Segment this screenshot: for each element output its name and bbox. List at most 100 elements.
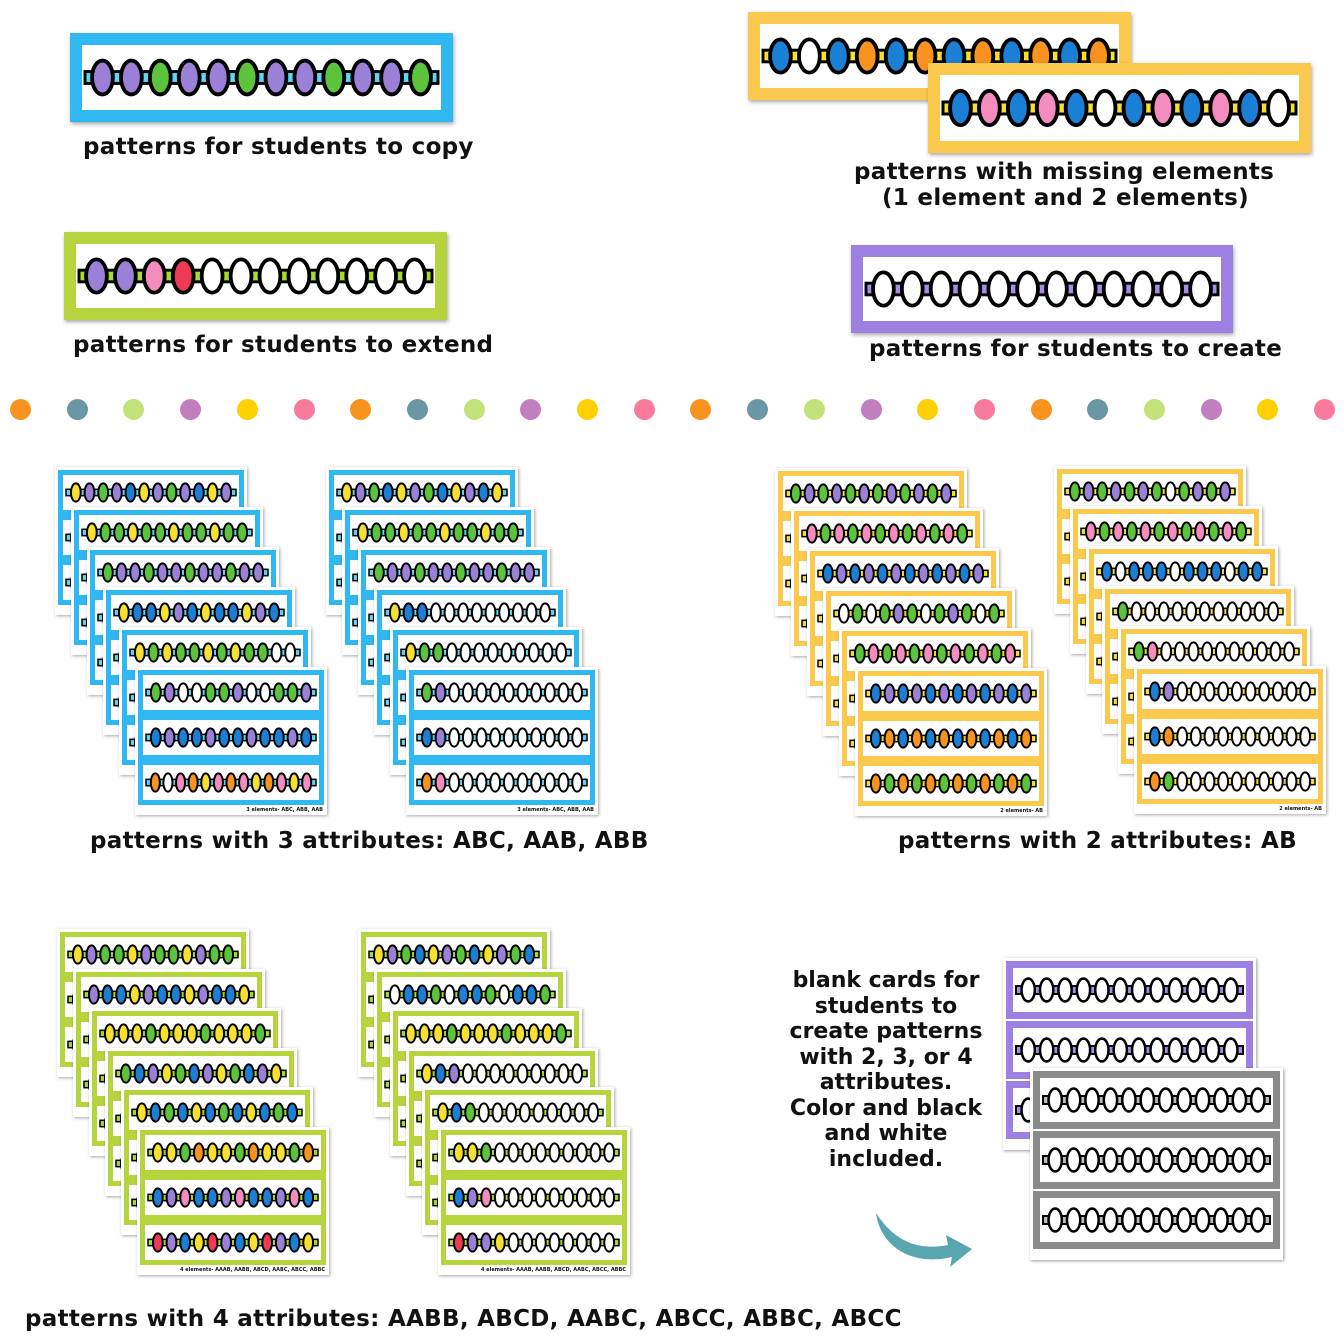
pattern-strip: [138, 715, 324, 760]
bead: [575, 1231, 588, 1253]
bead: [288, 1141, 301, 1163]
bead: [1213, 1087, 1229, 1113]
bead: [557, 682, 570, 703]
bead: [231, 1102, 244, 1123]
bead: [420, 1062, 433, 1084]
pattern-strip: [1006, 961, 1253, 1019]
bead: [1162, 771, 1175, 792]
bead: [245, 1102, 258, 1123]
bead: [885, 483, 898, 504]
bead: [160, 1062, 173, 1084]
bead: [482, 944, 495, 965]
divider-dot: [1144, 399, 1165, 420]
bead: [1144, 601, 1157, 622]
bead: [906, 603, 919, 624]
bead: [83, 482, 96, 503]
bead: [876, 563, 889, 584]
bead: [1146, 641, 1159, 662]
bead: [562, 1141, 575, 1163]
bead: [1130, 977, 1147, 1003]
bead: [373, 257, 398, 295]
bead: [356, 522, 369, 543]
bead: [128, 983, 141, 1005]
bead: [177, 727, 190, 748]
bead: [443, 983, 456, 1005]
bead: [819, 523, 832, 544]
bead: [215, 1062, 228, 1084]
bead: [1191, 481, 1204, 502]
bead: [507, 1141, 520, 1163]
bead: [1258, 681, 1271, 702]
bead: [1162, 726, 1175, 747]
bead: [858, 483, 871, 504]
bead: [835, 563, 848, 584]
bead: [192, 482, 205, 503]
bead: [990, 643, 1003, 664]
bead: [452, 1141, 465, 1163]
bead: [1235, 521, 1248, 542]
bead: [404, 642, 417, 663]
bead: [1015, 270, 1040, 308]
pattern-strip: [441, 1129, 627, 1175]
bead: [1072, 270, 1098, 308]
bead: [395, 482, 408, 503]
bead: [126, 522, 139, 543]
bead: [1020, 1037, 1037, 1063]
bead: [247, 1231, 260, 1253]
bead: [521, 1231, 534, 1253]
bead: [400, 944, 413, 965]
pattern-strip: [1033, 1131, 1280, 1189]
bead: [928, 523, 941, 544]
bead: [603, 1186, 616, 1208]
bead: [548, 1141, 561, 1163]
bead: [210, 983, 223, 1005]
bead: [468, 562, 481, 583]
bead: [887, 523, 900, 544]
bead: [1006, 728, 1019, 749]
bead: [165, 1141, 178, 1163]
bead: [1006, 683, 1019, 704]
bead: [915, 523, 928, 544]
pattern-strip: [140, 1174, 326, 1220]
bead: [1153, 521, 1166, 542]
worksheet-page: 3 elements- ABC, ABB, AAB: [135, 667, 327, 815]
bead: [1194, 1207, 1211, 1233]
bead: [225, 772, 237, 793]
bead: [1123, 481, 1136, 502]
divider-dot: [917, 399, 939, 420]
bead: [229, 1062, 242, 1084]
bead: [589, 1231, 602, 1253]
bead: [418, 642, 431, 663]
pattern-strip: [441, 1219, 627, 1265]
bead: [149, 682, 162, 703]
four-attr-caption: patterns with 4 attributes: AABB, ABCD, …: [25, 1306, 902, 1332]
bead: [315, 257, 341, 295]
bead: [555, 1023, 568, 1044]
bead: [188, 642, 201, 663]
bead: [1271, 771, 1284, 792]
divider-dot: [747, 399, 769, 420]
bead: [233, 1186, 246, 1208]
bead: [948, 88, 973, 128]
divider-dot: [66, 399, 88, 420]
pattern-strip: [377, 590, 563, 635]
bead: [509, 562, 522, 583]
bead: [124, 482, 137, 503]
bead: [862, 563, 875, 584]
bead: [883, 728, 896, 749]
bead: [117, 1023, 130, 1044]
curved-arrow-icon: [876, 1213, 972, 1267]
bead: [924, 728, 937, 749]
bead: [452, 522, 465, 543]
bead: [546, 1102, 559, 1123]
bead: [272, 682, 285, 703]
bead: [1244, 726, 1257, 747]
bead: [272, 727, 285, 748]
bead: [163, 682, 176, 703]
bead: [450, 482, 463, 503]
bead: [234, 58, 260, 97]
bead: [381, 482, 394, 503]
bead: [186, 602, 199, 623]
bead: [1004, 643, 1017, 664]
bead: [1139, 1087, 1156, 1113]
